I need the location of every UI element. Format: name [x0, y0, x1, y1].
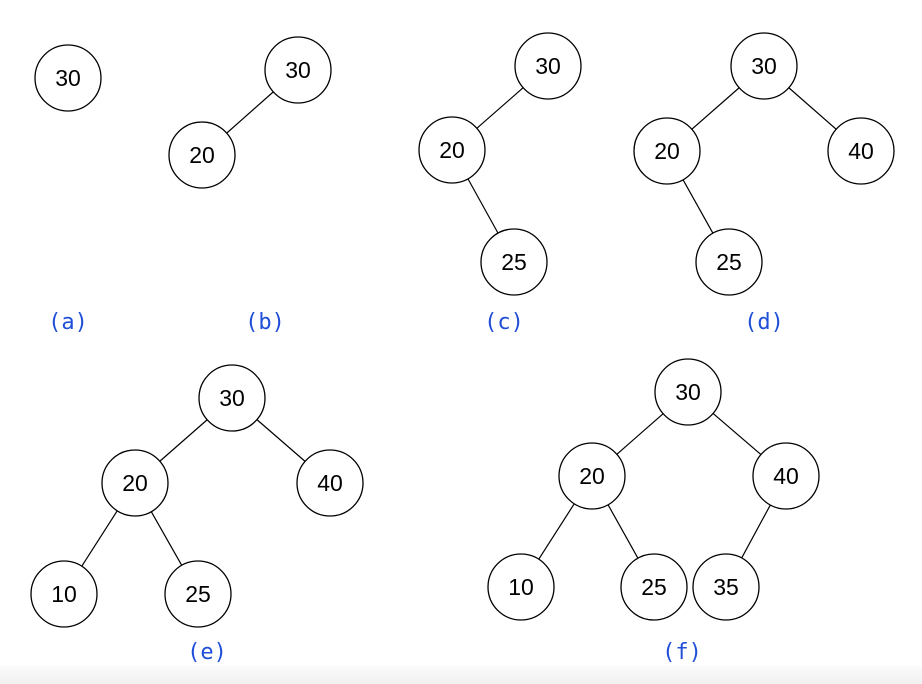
- tree-caption: (f): [662, 640, 702, 665]
- node-circle: [558, 442, 626, 510]
- tree-caption: (b): [245, 310, 285, 335]
- tree-node-30: 30: [34, 44, 102, 112]
- tree-caption: (c): [484, 310, 524, 335]
- node-value: 30: [535, 53, 561, 79]
- tree-f: 30 20 40 10 25 35 (f): [487, 358, 820, 665]
- edge-40-35: [741, 504, 771, 559]
- tree-node-25: 25: [620, 553, 688, 621]
- node-circle: [752, 442, 820, 510]
- edge-20-25: [682, 179, 714, 234]
- node-value: 20: [189, 142, 215, 168]
- edge-30-40: [256, 419, 306, 462]
- tree-a: 30 (a): [34, 44, 102, 335]
- tree-node-30: 30: [198, 364, 266, 432]
- node-value: 20: [122, 470, 148, 496]
- tree-e: 30 20 40 10 25 (e): [30, 364, 364, 665]
- node-circle: [487, 553, 555, 621]
- node-value: 30: [751, 53, 777, 79]
- node-value: 25: [716, 249, 742, 275]
- tree-node-20: 20: [418, 116, 486, 184]
- tree-node-10: 10: [30, 560, 98, 628]
- tree-node-30: 30: [730, 32, 798, 100]
- node-circle: [480, 228, 548, 296]
- tree-caption: (a): [48, 310, 88, 335]
- node-circle: [30, 560, 98, 628]
- node-value: 30: [285, 57, 311, 83]
- edge-30-20: [691, 87, 740, 130]
- node-value: 40: [773, 463, 799, 489]
- edge-30-40: [788, 87, 837, 130]
- node-value: 10: [51, 581, 77, 607]
- node-circle: [514, 32, 582, 100]
- tree-c: 30 20 25 (c): [418, 32, 582, 335]
- edge-20-10: [81, 510, 118, 567]
- node-circle: [198, 364, 266, 432]
- edge-20-25: [607, 504, 639, 559]
- tree-node-25: 25: [164, 560, 232, 628]
- edge-30-20: [476, 87, 524, 129]
- node-value: 30: [219, 385, 245, 411]
- node-circle: [730, 32, 798, 100]
- tree-caption: (d): [744, 310, 784, 335]
- tree-node-10: 10: [487, 553, 555, 621]
- tree-node-40: 40: [296, 449, 364, 517]
- node-circle: [418, 116, 486, 184]
- edge-20-25: [150, 511, 183, 566]
- tree-node-20: 20: [558, 442, 626, 510]
- node-value: 25: [641, 574, 667, 600]
- node-circle: [695, 228, 763, 296]
- edge-30-20: [226, 91, 274, 134]
- edge-20-10: [538, 503, 575, 560]
- node-circle: [164, 560, 232, 628]
- node-value: 40: [848, 138, 874, 164]
- tree-node-30: 30: [654, 358, 722, 426]
- tree-node-25: 25: [480, 228, 548, 296]
- tree-node-40: 40: [752, 442, 820, 510]
- tree-node-20: 20: [168, 121, 236, 189]
- node-value: 10: [508, 574, 534, 600]
- node-value: 35: [713, 574, 739, 600]
- node-value: 20: [579, 463, 605, 489]
- node-circle: [34, 44, 102, 112]
- node-circle: [827, 117, 895, 185]
- node-value: 20: [439, 137, 465, 163]
- node-value: 40: [317, 470, 343, 496]
- tree-caption: (e): [187, 640, 227, 665]
- node-value: 30: [675, 379, 701, 405]
- tree-node-20: 20: [101, 449, 169, 517]
- node-circle: [692, 553, 760, 621]
- node-value: 30: [55, 65, 81, 91]
- node-circle: [101, 449, 169, 517]
- node-value: 25: [501, 249, 527, 275]
- edge-30-40: [712, 413, 762, 455]
- tree-node-35: 35: [692, 553, 760, 621]
- edge-30-20: [159, 419, 208, 462]
- tree-node-30: 30: [514, 32, 582, 100]
- edge-30-20: [616, 413, 664, 455]
- node-circle: [168, 121, 236, 189]
- node-value: 25: [185, 581, 211, 607]
- node-circle: [264, 36, 332, 104]
- node-value: 20: [654, 138, 680, 164]
- node-circle: [654, 358, 722, 426]
- tree-node-25: 25: [695, 228, 763, 296]
- node-circle: [296, 449, 364, 517]
- bottom-band: [0, 666, 922, 684]
- node-circle: [620, 553, 688, 621]
- tree-d: 30 20 40 25 (d): [633, 32, 895, 335]
- tree-node-30: 30: [264, 36, 332, 104]
- tree-node-40: 40: [827, 117, 895, 185]
- tree-node-20: 20: [633, 117, 701, 185]
- tree-b: 30 20 (b): [168, 36, 332, 335]
- node-circle: [633, 117, 701, 185]
- edge-20-25: [467, 178, 499, 234]
